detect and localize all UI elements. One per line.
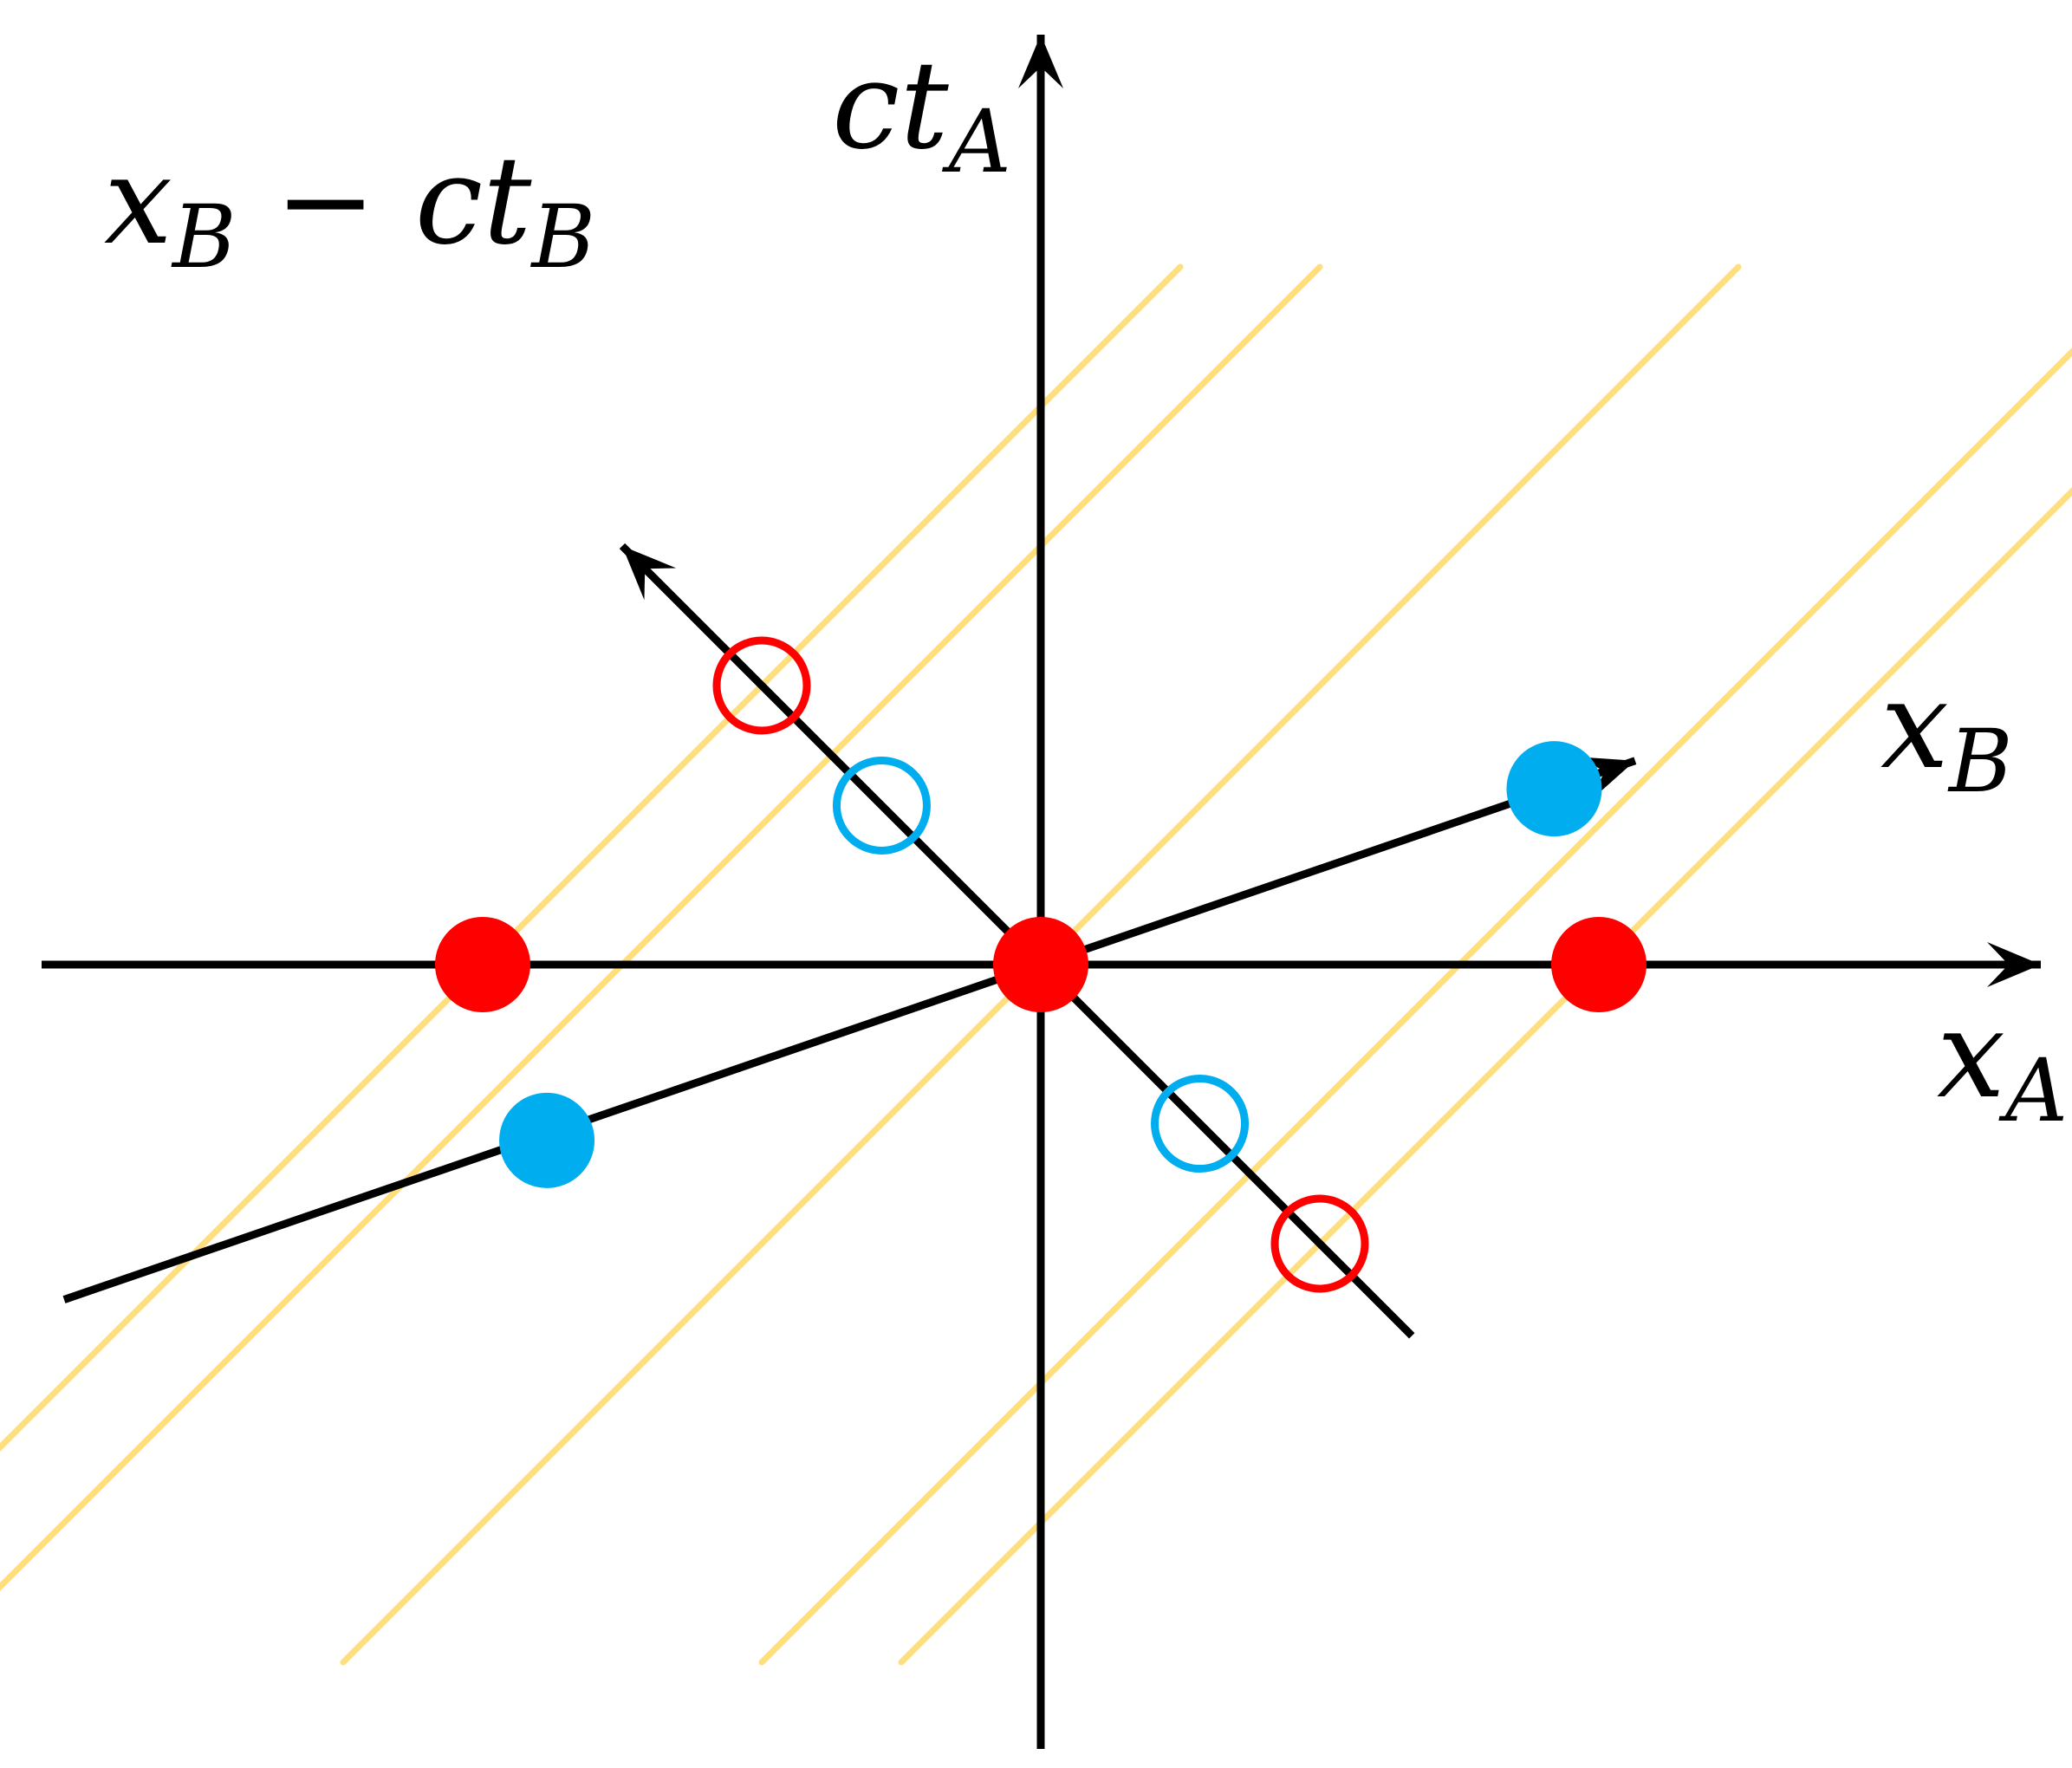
red-event-dot xyxy=(993,917,1088,1012)
red-event-ring xyxy=(712,636,811,735)
blue-event-dot xyxy=(1506,741,1602,837)
x-b-axis-label: xB xyxy=(1880,655,2012,812)
x-b-axis xyxy=(62,757,1637,1303)
blue-event-ring xyxy=(1151,1075,1250,1173)
axes xyxy=(42,35,2041,1749)
red-event-dot xyxy=(435,917,530,1012)
x-b-axis-arrowhead xyxy=(1576,757,1635,800)
blue-event-dot xyxy=(499,1092,595,1188)
ct-a-axis-arrowhead xyxy=(1018,35,1063,88)
events xyxy=(435,636,1647,1293)
x-b-minus-ct-b-axis-label: xB − ctB xyxy=(104,131,595,288)
blue-event-ring xyxy=(832,756,931,855)
x-a-axis-label: xA xyxy=(1937,985,2068,1141)
red-event-dot xyxy=(1551,917,1647,1012)
x-b-minus-ct-b-axis-arrowhead xyxy=(622,546,677,601)
red-event-ring xyxy=(1270,1194,1369,1293)
ct-a-axis-label: ctA xyxy=(832,36,1011,192)
x-a-axis-arrowhead xyxy=(1987,942,2041,987)
